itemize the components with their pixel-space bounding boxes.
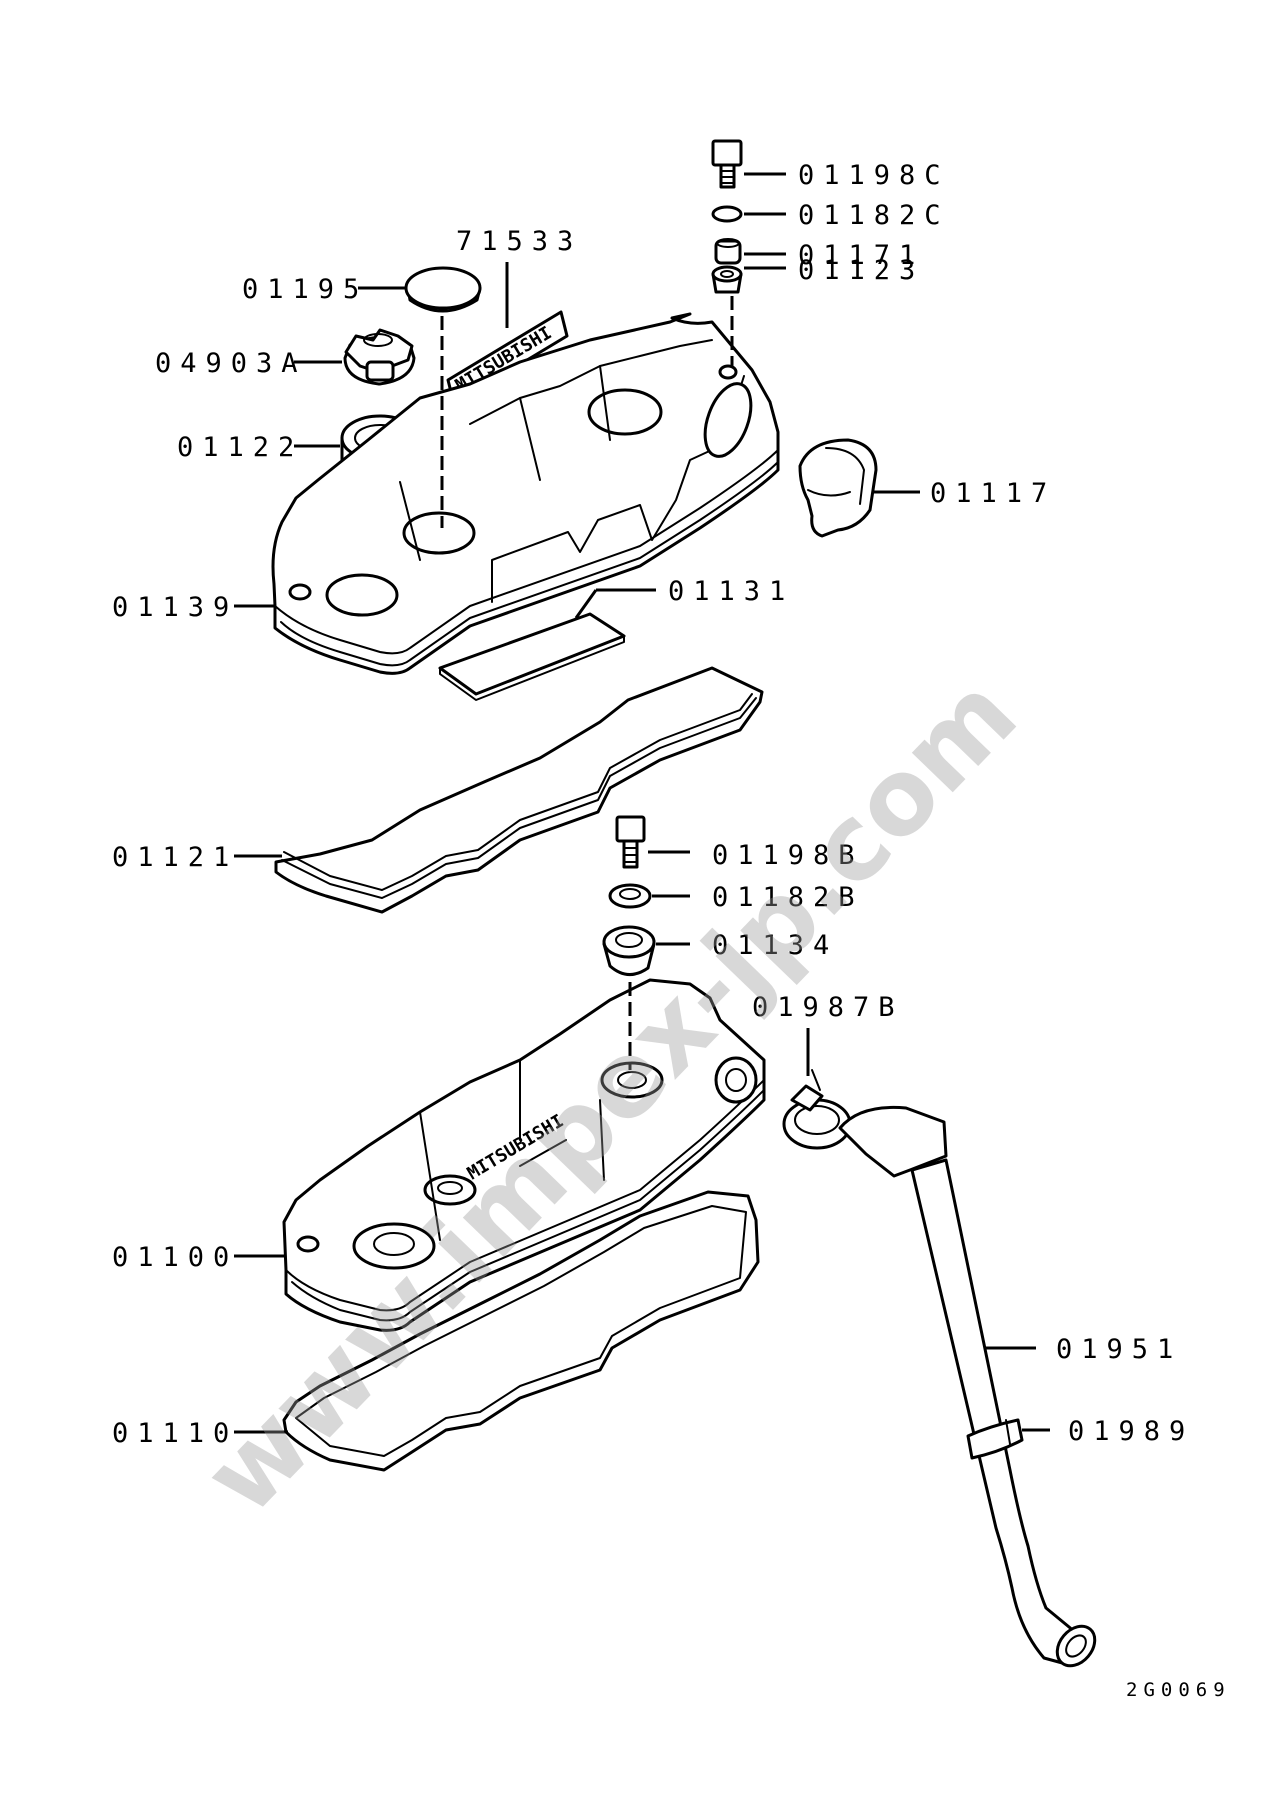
alignment-lines xyxy=(440,296,734,1070)
label-01139: 01139 xyxy=(112,592,238,623)
grommet-01123 xyxy=(711,265,743,294)
label-01110: 01110 xyxy=(112,1418,238,1449)
drawing-code: 2G0069 xyxy=(1126,1679,1231,1701)
label-01987b: 01987B xyxy=(752,992,904,1023)
part-labels: 01198C 01182C 01171 01123 71533 01195 04… xyxy=(112,160,1194,1449)
label-01195: 01195 xyxy=(242,274,368,305)
label-01951: 01951 xyxy=(1056,1334,1182,1365)
breather-01117 xyxy=(798,438,878,538)
leader-lines xyxy=(234,172,1050,1434)
label-01123: 01123 xyxy=(798,255,924,286)
clamp-01987b xyxy=(782,1069,852,1150)
label-01171: 01171 xyxy=(798,240,924,271)
bolt-01198b xyxy=(615,815,646,869)
oil-filler-cap-04903a xyxy=(343,328,416,386)
label-01182b: 01182B xyxy=(712,882,864,913)
seal-01134 xyxy=(602,925,656,976)
label-01121: 01121 xyxy=(112,842,238,873)
label-01198c: 01198C xyxy=(798,160,950,191)
rocker-cover-01139 xyxy=(271,312,780,675)
rocker-cover-01100: MITSUBISHI xyxy=(282,978,766,1332)
cap-01195 xyxy=(404,266,482,313)
breather-hose-01951 xyxy=(838,1105,1097,1668)
label-01117: 01117 xyxy=(930,478,1056,509)
gasket-01110 xyxy=(282,1190,760,1472)
clamp-01989 xyxy=(966,1418,1024,1460)
washer-01182c xyxy=(711,205,743,223)
label-01122: 01122 xyxy=(177,432,303,463)
label-71533: 71533 xyxy=(456,226,582,257)
label-01198b: 01198B xyxy=(712,840,864,871)
washer-01182b xyxy=(608,883,652,909)
label-04903a: 04903A xyxy=(155,348,307,379)
label-01100: 01100 xyxy=(112,1242,238,1273)
bolt-01198c xyxy=(711,139,743,189)
label-01134: 01134 xyxy=(712,930,838,961)
baffle-01131 xyxy=(438,612,626,701)
gasket-01121 xyxy=(274,666,764,914)
label-01182c: 01182C xyxy=(798,200,950,231)
collar-01171 xyxy=(714,238,742,265)
label-01989: 01989 xyxy=(1068,1416,1194,1447)
label-01131: 01131 xyxy=(668,576,794,607)
